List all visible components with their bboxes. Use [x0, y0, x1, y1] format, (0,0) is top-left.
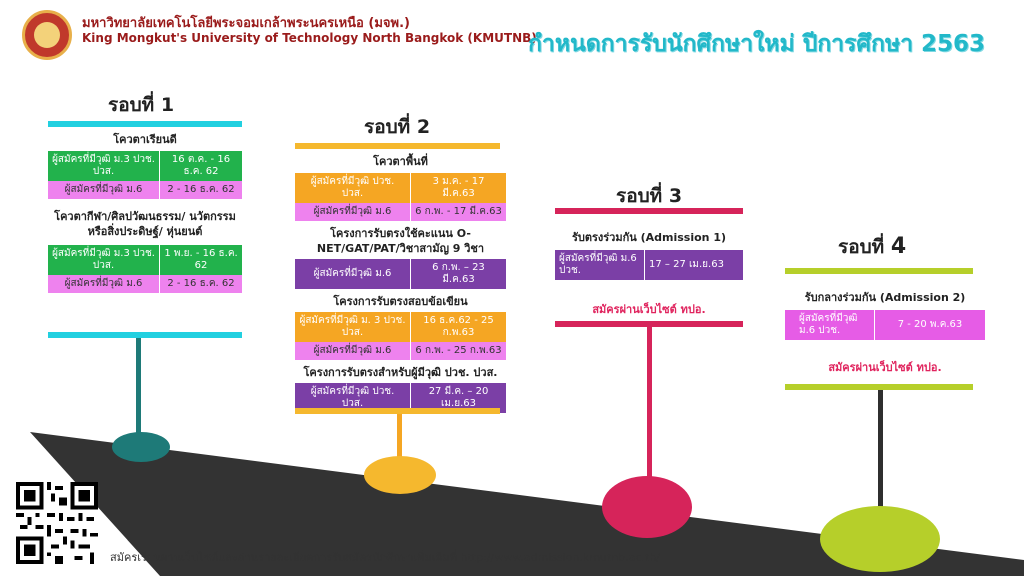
round-3-top-bar [555, 208, 743, 214]
round-2-bottom-bar [295, 408, 500, 414]
table-row: ผู้สมัครที่มีวุฒิ ม.3 ปวช. ปวส. 1 พ.ย. -… [48, 245, 242, 275]
section-title: โครงการรับตรงสำหรับผู้มีวุฒิ ปวช. ปวส. [303, 366, 498, 379]
date-cell: 6 ก.พ. - 25 ก.พ.63 [415, 345, 502, 356]
date-cell: 2 - 16 ธ.ค. 62 [167, 278, 235, 289]
table-row: ผู้สมัครที่มีวุฒิ ม. 3 ปวช. ปวส. 16 ธ.ค.… [295, 312, 506, 342]
university-logo [22, 10, 72, 60]
round-3-pole [647, 327, 652, 497]
round-4-base [820, 506, 940, 572]
round-1-bottom-bar [48, 332, 242, 338]
round-4-bottom-bar [785, 384, 973, 390]
section-title: โครงการรับตรงสอบข้อเขียน [333, 295, 468, 308]
table-row: ผู้สมัครที่มีวุฒิ ม.6 ปวช. 17 – 27 เม.ย.… [555, 250, 743, 280]
round-4-title: รอบที่ 4 [838, 232, 906, 262]
round-3-card: รับตรงร่วมกัน (Admission 1) ผู้สมัครที่ม… [555, 230, 743, 318]
applicant-cell: ผู้สมัครที่มีวุฒิ ม.6 ปวช. [795, 310, 875, 340]
date-cell: 16 ธ.ค.62 - 25 ก.พ.63 [423, 315, 494, 338]
table-row: ผู้สมัครที่มีวุฒิ ม.6 6 ก.พ. - 25 ก.พ.63 [295, 342, 506, 360]
applicant-cell: ผู้สมัครที่มีวุฒิ ม.6 [295, 342, 411, 360]
round-2-base [364, 456, 436, 494]
date-cell: 17 – 27 เม.ย.63 [649, 259, 724, 270]
round-1-pole [136, 338, 141, 450]
qr-code[interactable] [16, 482, 98, 564]
university-name-th: มหาวิทยาลัยเทคโนโลยีพระจอมเกล้าพระนครเหน… [82, 16, 410, 31]
round-1-card: โควตาเรียนดี ผู้สมัครที่มีวุฒิ ม.3 ปวช. … [48, 132, 242, 293]
applicant-cell: ผู้สมัครที่มีวุฒิ ม.6 [48, 275, 160, 293]
section-title: โควตาเรียนดี [113, 133, 177, 146]
applicant-cell: ผู้สมัครที่มีวุฒิ ม.3 ปวช. ปวส. [48, 151, 160, 181]
footer-info: สมัครเรียนผ่านเว็บไซต์และอ่านรายละเอียดก… [110, 551, 661, 564]
date-cell: 6 ก.พ. – 23 มี.ค.63 [432, 262, 485, 285]
round-2-top-bar [295, 143, 500, 149]
round-3-number: 3 [668, 185, 683, 207]
round-3-bottom-bar [555, 321, 743, 327]
round-4-card: รับกลางร่วมกัน (Admission 2) ผู้สมัครที่… [785, 290, 985, 376]
table-row: ผู้สมัครที่มีวุฒิ ม.6 2 - 16 ธ.ค. 62 [48, 181, 242, 199]
round-2-label: รอบที่ [364, 116, 411, 138]
applicant-cell: ผู้สมัครที่มีวุฒิ ม.6 [295, 203, 411, 221]
round-4-pole [878, 390, 883, 530]
applicant-cell: ผู้สมัครที่มีวุฒิ ปวช. ปวส. [295, 383, 411, 413]
section-title: โควตากีฬา/ศิลปวัฒนธรรม/ นวัตกรรมหรือสิ่ง… [54, 210, 236, 238]
date-cell: 7 - 20 พ.ค.63 [897, 319, 963, 330]
round-2-pole [397, 414, 402, 469]
date-cell: 2 - 16 ธ.ค. 62 [167, 184, 235, 195]
applicant-cell: ผู้สมัครที่มีวุฒิ ม. 3 ปวช. ปวส. [295, 312, 411, 342]
date-cell: 6 ก.พ. - 17 มี.ค.63 [415, 206, 502, 217]
university-name-en: King Mongkut's University of Technology … [82, 31, 537, 45]
round-2-title: รอบที่ 2 [364, 112, 430, 142]
applicant-cell: ผู้สมัครที่มีวุฒิ ม.6 [48, 181, 160, 199]
round-1-base [112, 432, 170, 462]
section-title: รับกลางร่วมกัน (Admission 2) [804, 291, 966, 304]
register-note: สมัครผ่านเว็บไซต์ ทปอ. [592, 303, 706, 316]
page-title: กำหนดการรับนักศึกษาใหม่ ปีการศึกษา 2563 [528, 31, 986, 57]
date-cell: 3 ม.ค. - 17 มี.ค.63 [432, 176, 485, 199]
round-1-label: รอบที่ [108, 94, 155, 116]
table-row: ผู้สมัครที่มีวุฒิ ม.6 6 ก.พ. - 17 มี.ค.6… [295, 203, 506, 221]
table-row: ผู้สมัครที่มีวุฒิ ม.6 2 - 16 ธ.ค. 62 [48, 275, 242, 293]
round-4-top-bar [785, 268, 973, 274]
applicant-cell: ผู้สมัครที่มีวุฒิ ปวช. ปวส. [295, 173, 411, 203]
round-1-top-bar [48, 121, 242, 127]
round-2-number: 2 [416, 116, 431, 138]
round-1-number: 1 [160, 94, 175, 116]
date-cell: 27 มี.ค. – 20 เม.ย.63 [428, 386, 489, 409]
date-cell: 16 ต.ค. - 16 ธ.ค. 62 [171, 154, 231, 177]
round-4-label: รอบที่ [838, 236, 885, 258]
round-3-title: รอบที่ 3 [616, 181, 682, 211]
section-title: โครงการรับตรงใช้คะแนน O-NET/GAT/PAT/วิชา… [316, 227, 485, 255]
round-1-title: รอบที่ 1 [108, 90, 174, 120]
register-note: สมัครผ่านเว็บไซต์ ทปอ. [828, 361, 942, 374]
applicant-cell: ผู้สมัครที่มีวุฒิ ม.6 [295, 259, 411, 289]
round-2-card: โควตาพื้นที่ ผู้สมัครที่มีวุฒิ ปวช. ปวส.… [295, 154, 506, 413]
applicant-cell: ผู้สมัครที่มีวุฒิ ม.3 ปวช. ปวส. [48, 245, 160, 275]
table-row: ผู้สมัครที่มีวุฒิ ม.6 ปวช. 7 - 20 พ.ค.63 [785, 310, 985, 340]
round-3-label: รอบที่ [616, 185, 663, 207]
round-4-number: 4 [890, 234, 907, 259]
section-title: รับตรงร่วมกัน (Admission 1) [571, 231, 727, 244]
table-row: ผู้สมัครที่มีวุฒิ ม.3 ปวช. ปวส. 16 ต.ค. … [48, 151, 242, 181]
table-row: ผู้สมัครที่มีวุฒิ ม.6 6 ก.พ. – 23 มี.ค.6… [295, 259, 506, 289]
table-row: ผู้สมัครที่มีวุฒิ ปวช. ปวส. 3 ม.ค. - 17 … [295, 173, 506, 203]
round-3-base [602, 476, 692, 538]
section-title: โควตาพื้นที่ [373, 155, 428, 168]
applicant-cell: ผู้สมัครที่มีวุฒิ ม.6 ปวช. [555, 250, 645, 280]
date-cell: 1 พ.ย. - 16 ธ.ค. 62 [164, 248, 238, 271]
